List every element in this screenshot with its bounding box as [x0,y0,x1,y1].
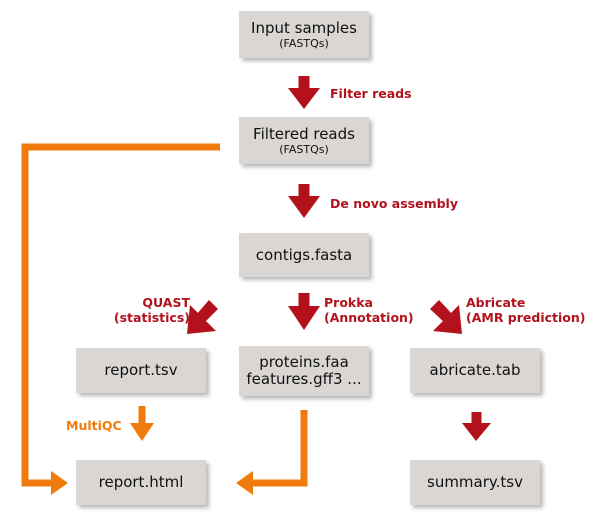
node-report-tsv-title: report.tsv [104,361,178,379]
proteins-to-report-html-line [252,410,308,487]
node-filtered-reads-subtitle: (FASTQs) [279,142,329,156]
de-novo-arrow [288,184,320,218]
multiqc-arrow-shaft [138,406,146,424]
step-abricate-line2: (AMR prediction) [466,310,586,325]
step-quast-line1: QUAST [142,295,190,310]
node-input-samples: Input samples (FASTQs) [239,11,369,58]
step-filter-reads-label: Filter reads [330,86,412,101]
filter-reads-arrow [288,76,320,109]
step-abricate-label: Abricate (AMR prediction) [466,295,586,325]
node-abricate-tab-title: abricate.tab [429,361,521,379]
filtered-to-report-html-line [21,143,220,487]
prokka-arrow [288,293,320,330]
abricate-arrow [430,300,462,334]
node-proteins: proteins.faa features.gff3 ... [239,346,369,396]
step-quast-label: QUAST (statistics) [78,295,190,325]
node-abricate-tab: abricate.tab [410,348,540,393]
red-arrows [187,76,491,441]
orange-connectors [21,143,308,495]
abricate-to-summary-arrow [462,412,491,441]
node-contigs-title: contigs.fasta [255,245,353,264]
node-filtered-reads: Filtered reads (FASTQs) [239,117,369,164]
step-de-novo-label: De novo assembly [330,196,458,211]
node-input-samples-subtitle: (FASTQs) [279,36,329,50]
node-input-samples-title: Input samples [251,18,357,37]
filtered-to-report-html-arrowhead [51,471,68,495]
quast-arrow [187,300,218,334]
node-contigs: contigs.fasta [239,233,369,277]
node-proteins-line1: proteins.faa [259,353,349,371]
node-proteins-line2: features.gff3 ... [246,370,362,388]
node-report-html-title: report.html [98,473,184,491]
multiqc-arrowhead [130,423,154,441]
node-filtered-reads-title: Filtered reads [253,124,355,143]
node-report-html: report.html [76,460,206,505]
step-prokka-line1: Prokka [324,295,373,310]
step-abricate-line1: Abricate [466,295,526,310]
step-prokka-label: Prokka (Annotation) [324,295,414,325]
step-quast-line2: (statistics) [113,310,190,325]
proteins-to-report-html-arrowhead [236,471,253,495]
node-report-tsv: report.tsv [76,348,206,393]
step-multiqc-label: MultiQC [66,418,122,433]
node-summary-tsv: summary.tsv [410,460,540,505]
node-summary-tsv-title: summary.tsv [427,473,523,491]
step-prokka-line2: (Annotation) [324,310,414,325]
